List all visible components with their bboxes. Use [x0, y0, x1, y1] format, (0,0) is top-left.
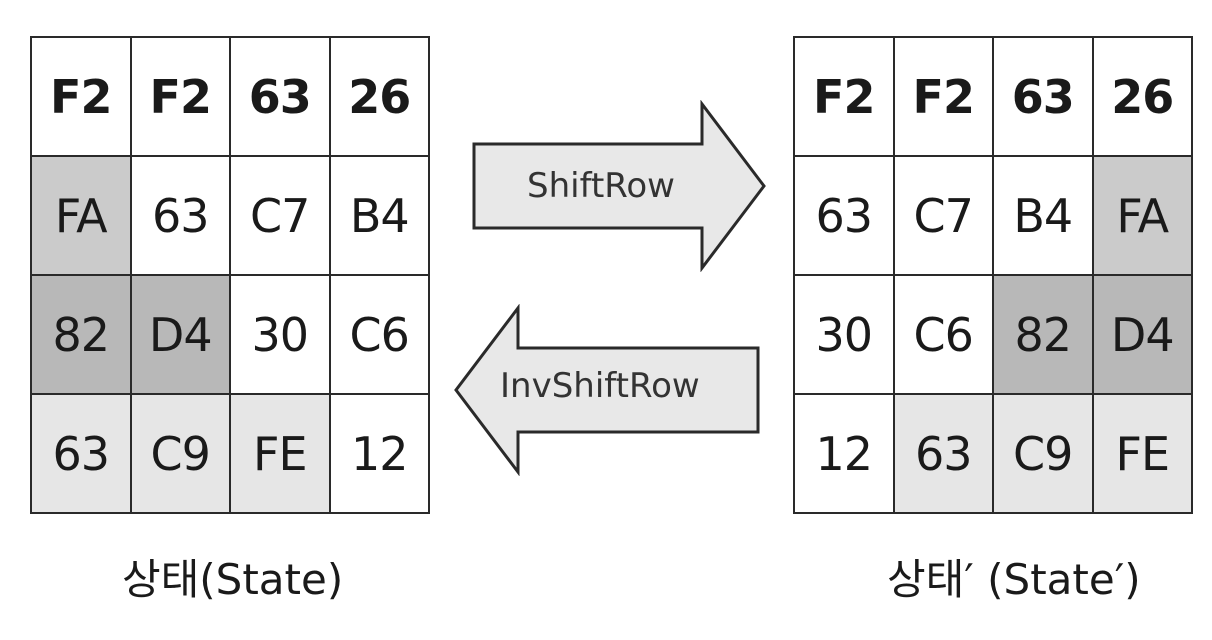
state-cell-r1-c3: B4: [330, 157, 430, 276]
invshiftrow-label: InvShiftRow: [500, 366, 700, 406]
shifted-state-cell-r3-c3: FE: [1093, 395, 1193, 514]
shiftrow-label: ShiftRow: [527, 166, 675, 206]
state-cell-r0-c2: 63: [231, 38, 331, 157]
shifted-state-cell-r2-c3: D4: [1093, 276, 1193, 395]
shifted-state-cell-r2-c1: C6: [894, 276, 994, 395]
shifted-state-cell-r0-c2: 63: [994, 38, 1094, 157]
state-cell-r0-c3: 26: [330, 38, 430, 157]
shifted-state-cell-r2-c2: 82: [994, 276, 1094, 395]
shifted-state-cell-r1-c3: FA: [1093, 157, 1193, 276]
state-cell-r0-c1: F2: [131, 38, 231, 157]
state-cell-r2-c0: 82: [32, 276, 132, 395]
state-cell-r3-c3: 12: [330, 395, 430, 514]
shifted-state-cell-r0-c0: F2: [795, 38, 895, 157]
shifted-state-cell-r1-c2: B4: [994, 157, 1094, 276]
shifted-state-cell-r3-c1: 63: [894, 395, 994, 514]
shifted-state-cell-r0-c3: 26: [1093, 38, 1193, 157]
shifted-state-caption: 상태′ (State′): [887, 555, 1141, 604]
state-cell-r2-c1: D4: [131, 276, 231, 395]
invshiftrow-arrow-icon: [454, 304, 760, 476]
state-cell-r1-c2: C7: [231, 157, 331, 276]
shifted-state-cell-r2-c0: 30: [795, 276, 895, 395]
state-caption: 상태(State): [122, 555, 344, 604]
shifted-state-cell-r0-c1: F2: [894, 38, 994, 157]
state-cell-r1-c0: FA: [32, 157, 132, 276]
state-cell-r3-c2: FE: [231, 395, 331, 514]
state-cell-r2-c3: C6: [330, 276, 430, 395]
state-cell-r0-c0: F2: [32, 38, 132, 157]
shifted-state-cell-r3-c0: 12: [795, 395, 895, 514]
state-cell-r1-c1: 63: [131, 157, 231, 276]
shifted-state-cell-r1-c1: C7: [894, 157, 994, 276]
state-cell-r2-c2: 30: [231, 276, 331, 395]
shiftrow-arrow-icon: [472, 100, 766, 272]
shifted-state-cell-r3-c2: C9: [994, 395, 1094, 514]
shifted-state-cell-r1-c0: 63: [795, 157, 895, 276]
state-cell-r3-c0: 63: [32, 395, 132, 514]
state-cell-r3-c1: C9: [131, 395, 231, 514]
